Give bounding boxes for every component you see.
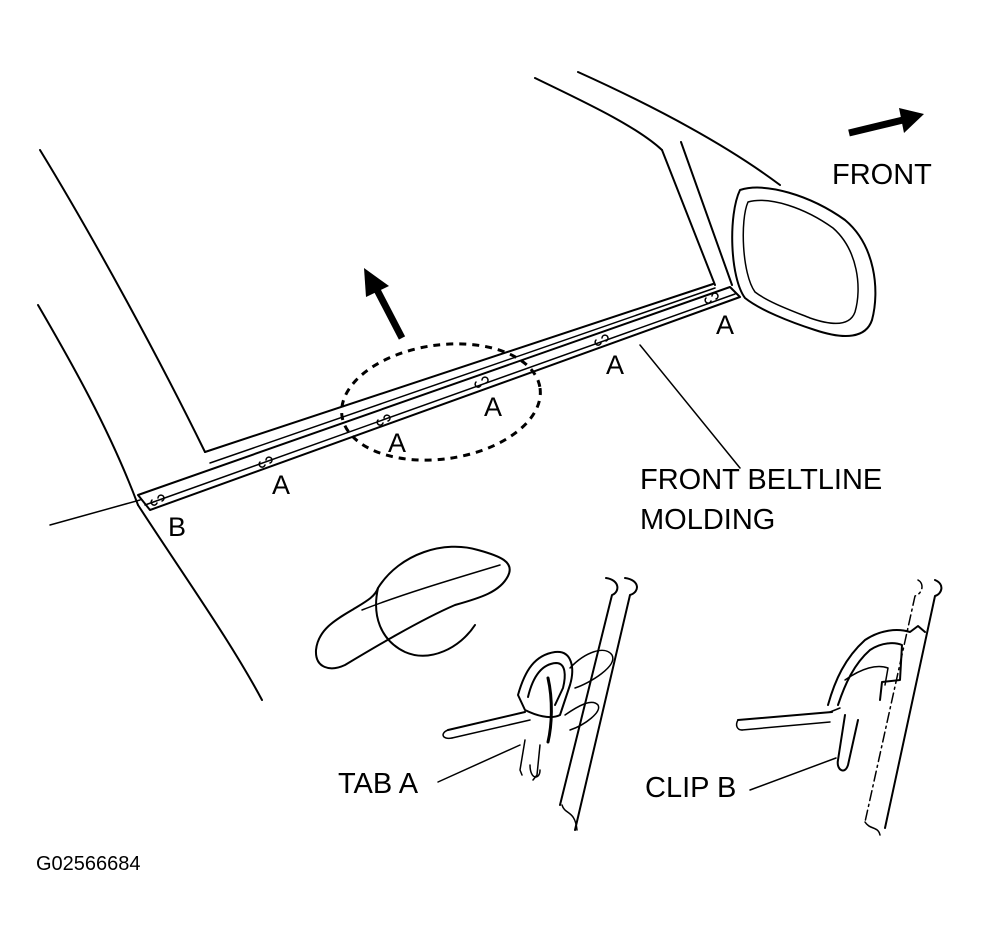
door-handle	[314, 545, 511, 670]
detail-highlight-ellipse	[340, 342, 542, 462]
clip-b-detail	[735, 579, 943, 836]
marker-a-4: A	[606, 350, 625, 380]
front-direction-arrow	[848, 108, 924, 137]
clip-b-leader-line	[749, 757, 837, 791]
molding-label-line2: MOLDING	[640, 504, 776, 536]
tab-a-detail	[442, 577, 638, 831]
removal-direction-arrow	[364, 268, 406, 340]
vehicle-body-outline	[37, 71, 781, 701]
marker-b: B	[168, 512, 187, 542]
molding-label-line1: FRONT BELTLINE	[640, 464, 883, 496]
marker-a-3: A	[484, 392, 503, 422]
marker-a-1: A	[272, 470, 291, 500]
figure-id: G02566684	[36, 853, 141, 875]
marker-a-5: A	[716, 310, 735, 340]
marker-a-2: A	[388, 428, 407, 458]
side-mirror	[731, 186, 877, 337]
clip-b-label: CLIP B	[645, 772, 737, 804]
molding-leader-line	[639, 344, 741, 469]
tab-a-leader-line	[437, 744, 521, 783]
front-direction-label: FRONT	[832, 159, 932, 191]
front-beltline-molding	[137, 283, 741, 511]
tab-a-label: TAB A	[338, 768, 419, 800]
